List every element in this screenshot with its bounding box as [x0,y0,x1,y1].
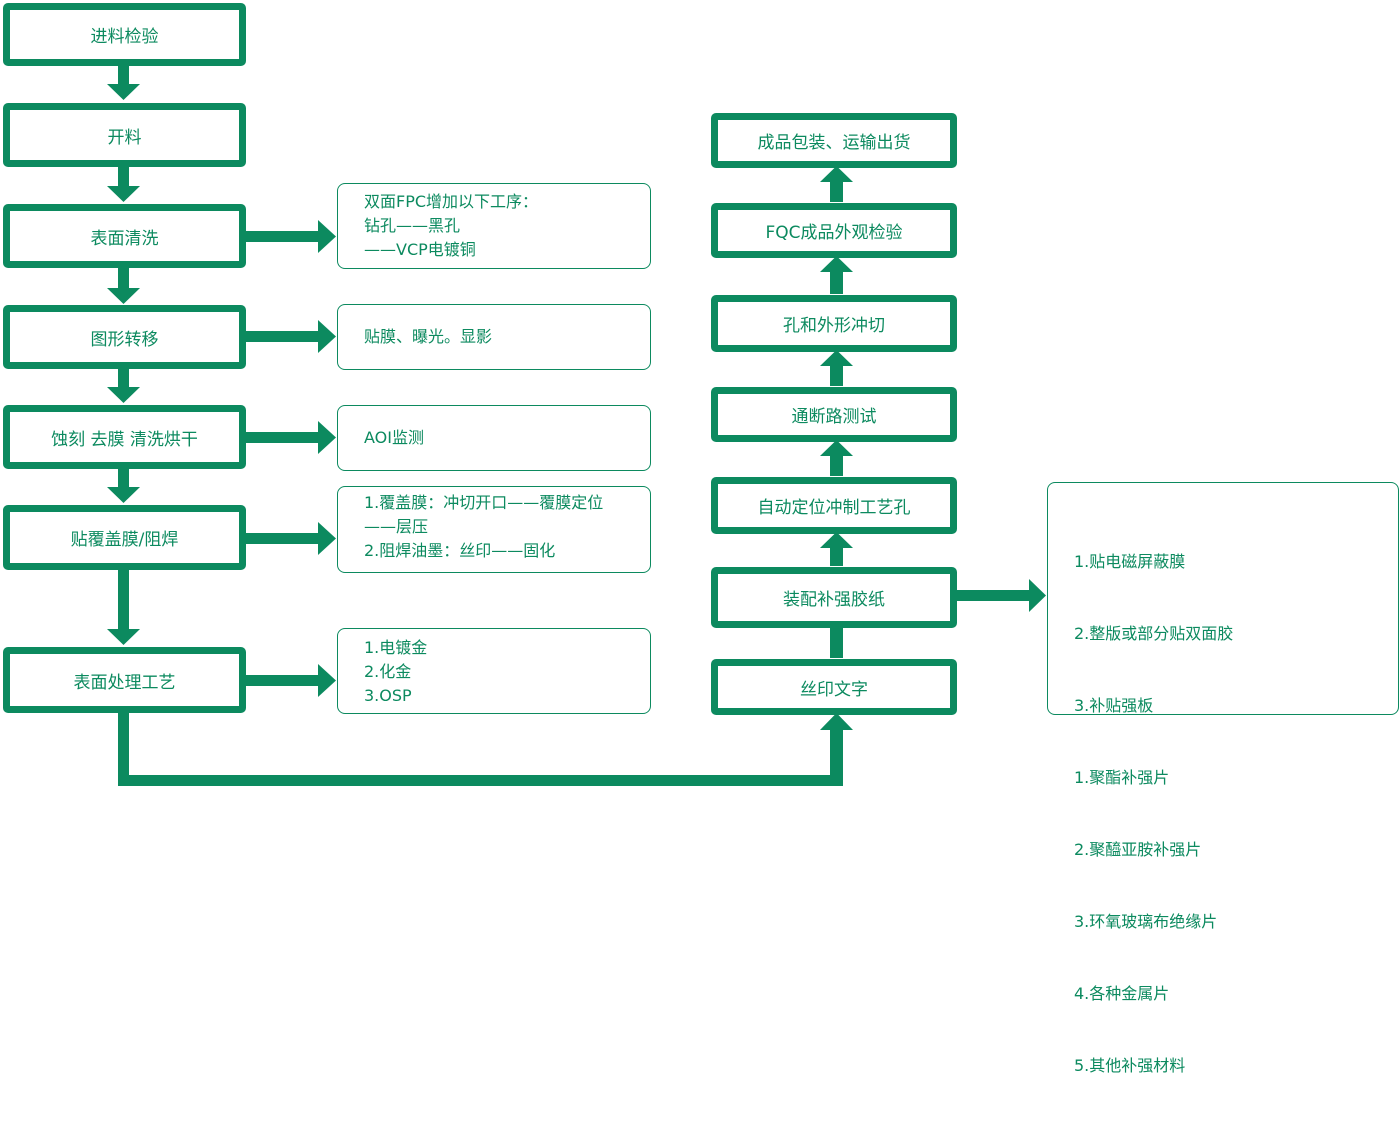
step-surface-finish: 表面处理工艺 [3,647,246,713]
note-line: 2.阻焊油墨：丝印——固化 [364,541,556,560]
arrow-shaft [830,626,843,658]
arrow-shaft [118,64,129,86]
step-incoming-inspection: 进料检验 [3,3,246,66]
note-line: ——VCP电镀铜 [364,240,476,259]
arrow-head [1029,579,1046,612]
arrow-head [820,532,853,548]
note-line: 贴膜、曝光。显影 [364,327,493,346]
step-tooling-holes: 自动定位冲制工艺孔 [711,477,957,534]
arrow-head [318,664,336,697]
arrow-head [318,522,336,555]
note-line: ——层压 [364,517,429,536]
arrow-shaft [830,454,843,476]
arrow-head [318,421,336,454]
arrow-shaft [118,570,129,631]
arrow-head [820,256,853,272]
note-line: 2.化金 [364,662,412,681]
arrow-head [820,350,853,366]
arrow-shaft [830,270,843,294]
step-punching: 孔和外形冲切 [711,295,957,352]
arrow-head [107,487,140,503]
arrow-shaft [118,166,129,188]
arrow-head [820,166,853,182]
arrow-shaft [244,231,320,242]
step-coverlay-soldermask: 贴覆盖膜/阻焊 [3,505,246,570]
arrow-shaft [244,533,320,544]
arrow-shaft [118,469,129,489]
arrow-shaft [955,590,1031,601]
note-surface: 1.电镀金 2.化金 3.OSP [337,628,651,714]
note-line: 双面FPC增加以下工序： [364,192,539,211]
note-line: 1.贴电磁屏蔽膜 [1074,552,1186,571]
note-line: 1.覆盖膜：冲切开口——覆膜定位 [364,493,604,512]
arrow-head [107,84,140,100]
arrow-shaft [244,432,320,443]
arrow-head [107,288,140,304]
step-material-cutting: 开料 [3,103,246,167]
arrow-head [820,713,853,730]
arrow-shaft [244,331,320,342]
step-silkscreen-text: 丝印文字 [711,659,957,715]
connector-line [118,713,129,786]
note-coverlay: 1.覆盖膜：冲切开口——覆膜定位 ——层压 2.阻焊油墨：丝印——固化 [337,486,651,573]
step-packing-shipping: 成品包装、运输出货 [711,113,957,168]
arrow-head [318,320,336,353]
note-line: 2.聚醯亚胺补强片 [1074,840,1202,859]
arrow-shaft [830,180,843,202]
note-line: 5.其他补强材料 [1074,1056,1186,1075]
step-etching: 蚀刻 去膜 清洗烘干 [3,405,246,469]
fpc-process-flowchart: 进料检验 开料 表面清洗 图形转移 蚀刻 去膜 清洗烘干 贴覆盖膜/阻焊 表面处… [3,3,1399,1075]
note-line: 2.整版或部分贴双面胶 [1074,624,1234,643]
note-line: AOI监测 [364,428,424,447]
note-stiffener: 1.贴电磁屏蔽膜 2.整版或部分贴双面胶 3.补贴强板 1.聚酯补强片 2.聚醯… [1047,482,1399,1075]
arrow-head [318,220,336,253]
note-line: 4.各种金属片 [1074,984,1170,1003]
arrow-shaft [830,364,843,386]
arrow-head [107,186,140,202]
connector-line [830,728,843,786]
arrow-shaft [118,268,129,290]
step-surface-cleaning: 表面清洗 [3,204,246,268]
arrow-head [107,629,140,645]
step-stiffener-assembly: 装配补强胶纸 [711,567,957,628]
arrow-shaft [244,675,320,686]
step-fqc-inspection: FQC成品外观检验 [711,203,957,258]
note-cleaning: 双面FPC增加以下工序： 钻孔——黑孔 ——VCP电镀铜 [337,183,651,269]
note-line: 1.聚酯补强片 [1074,768,1170,787]
note-line: 3.补贴强板 [1074,696,1154,715]
note-line: 3.环氧玻璃布绝缘片 [1074,912,1218,931]
note-line: 3.OSP [364,686,412,705]
note-etch: AOI监测 [337,405,651,471]
step-pattern-transfer: 图形转移 [3,305,246,369]
note-line: 钻孔——黑孔 [364,216,461,235]
arrow-shaft [118,369,129,389]
arrow-head [820,440,853,456]
step-continuity-test: 通断路测试 [711,387,957,442]
arrow-shaft [830,546,843,566]
connector-line [118,775,843,786]
note-pattern: 贴膜、曝光。显影 [337,304,651,370]
arrow-head [107,387,140,403]
note-line: 1.电镀金 [364,638,428,657]
